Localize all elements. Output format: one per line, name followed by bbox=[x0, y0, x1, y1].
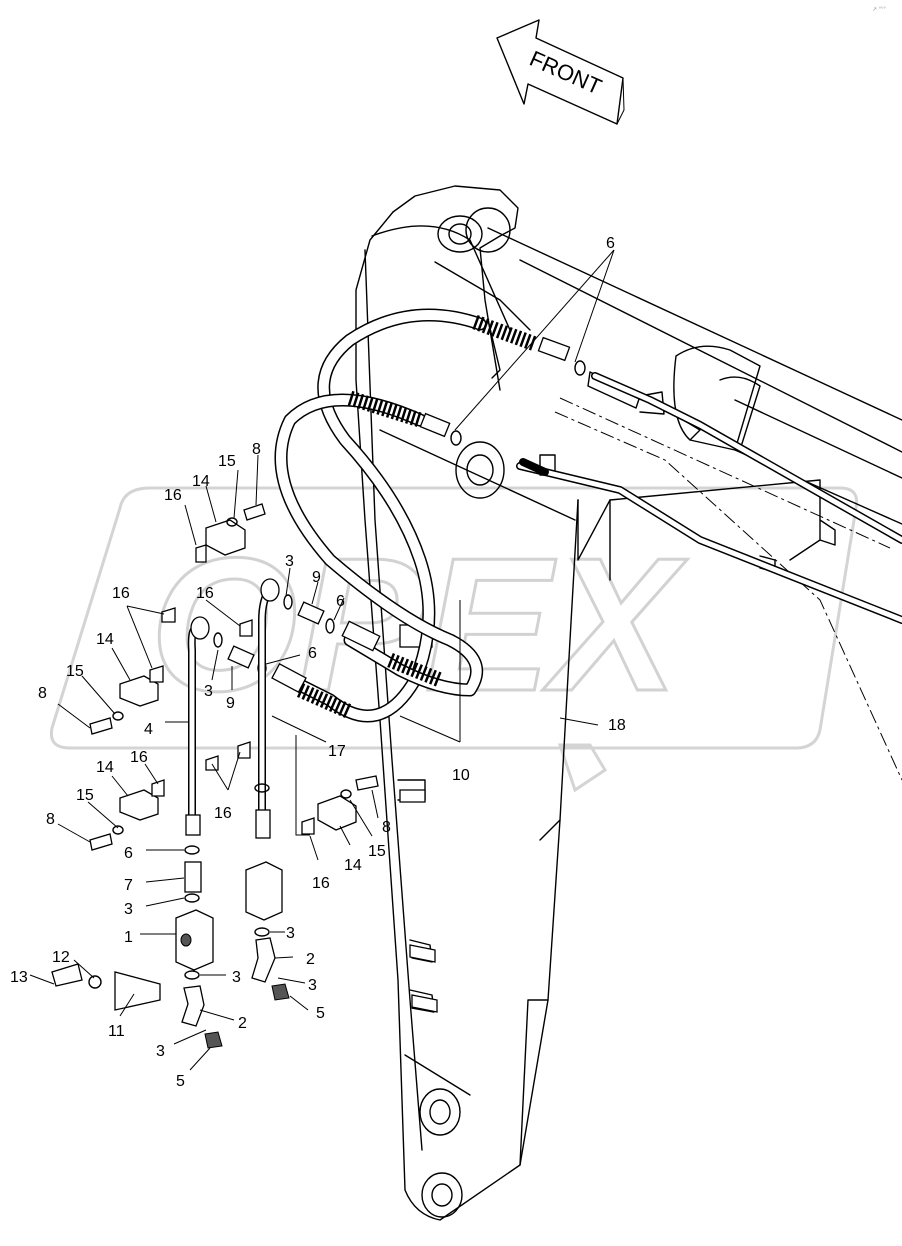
callout-14: 14 bbox=[192, 473, 210, 490]
callout-labels: 6 15 8 14 16 3 9 6 16 16 14 6 3 9 15 8 4… bbox=[10, 235, 626, 1090]
callout-13: 13 bbox=[10, 969, 28, 986]
callout-6: 6 bbox=[606, 235, 615, 252]
callout-14: 14 bbox=[96, 631, 114, 648]
callout-7: 7 bbox=[124, 877, 133, 894]
callout-16: 16 bbox=[196, 585, 214, 602]
fittings bbox=[213, 458, 549, 676]
callout-3: 3 bbox=[156, 1043, 165, 1060]
center-line bbox=[554, 411, 902, 781]
boom-cylinder bbox=[487, 227, 902, 525]
callout-3: 3 bbox=[286, 925, 295, 942]
callout-18: 18 bbox=[608, 717, 626, 734]
callout-14: 14 bbox=[344, 857, 362, 874]
callout-6: 6 bbox=[308, 645, 317, 662]
callout-3: 3 bbox=[204, 683, 213, 700]
callout-14: 14 bbox=[96, 759, 114, 776]
callout-16: 16 bbox=[312, 875, 330, 892]
callout-8: 8 bbox=[46, 811, 55, 828]
callout-15: 15 bbox=[76, 787, 94, 804]
callout-8: 8 bbox=[252, 441, 261, 458]
callout-3: 3 bbox=[308, 977, 317, 994]
front-arrow: FRONT bbox=[496, 19, 625, 125]
callout-8: 8 bbox=[38, 685, 47, 702]
connector-blocks bbox=[175, 861, 290, 1049]
callout-17: 17 bbox=[328, 743, 346, 760]
center-line bbox=[559, 397, 891, 549]
callout-16: 16 bbox=[164, 487, 182, 504]
callout-15: 15 bbox=[66, 663, 84, 680]
callout-4: 4 bbox=[144, 721, 153, 738]
steel-pipes bbox=[184, 578, 280, 855]
callout-8: 8 bbox=[382, 819, 391, 836]
arm bbox=[355, 185, 836, 1221]
clamps bbox=[51, 503, 438, 1013]
callout-1: 1 bbox=[124, 929, 133, 946]
hose-assembly bbox=[271, 308, 586, 723]
callout-3: 3 bbox=[232, 969, 241, 986]
callout-2: 2 bbox=[306, 951, 315, 968]
callout-16: 16 bbox=[214, 805, 232, 822]
callout-3: 3 bbox=[285, 553, 294, 570]
corner-mark: ↗ °°° bbox=[872, 7, 886, 13]
callout-5: 5 bbox=[176, 1073, 185, 1090]
callout-15: 15 bbox=[218, 453, 236, 470]
callout-10: 10 bbox=[452, 767, 470, 784]
callout-6: 6 bbox=[124, 845, 133, 862]
callout-9: 9 bbox=[226, 695, 235, 712]
callout-6: 6 bbox=[336, 593, 345, 610]
callout-3: 3 bbox=[124, 901, 133, 918]
callout-2: 2 bbox=[238, 1015, 247, 1032]
callout-9: 9 bbox=[312, 569, 321, 586]
leader-lines bbox=[29, 249, 615, 1071]
callout-16: 16 bbox=[130, 749, 148, 766]
callout-15: 15 bbox=[368, 843, 386, 860]
callout-11: 11 bbox=[108, 1023, 125, 1040]
callout-16: 16 bbox=[112, 585, 130, 602]
front-label: FRONT bbox=[526, 46, 605, 100]
callout-12: 12 bbox=[52, 949, 70, 966]
steel-pipe-line bbox=[516, 372, 902, 624]
callout-5: 5 bbox=[316, 1005, 325, 1022]
